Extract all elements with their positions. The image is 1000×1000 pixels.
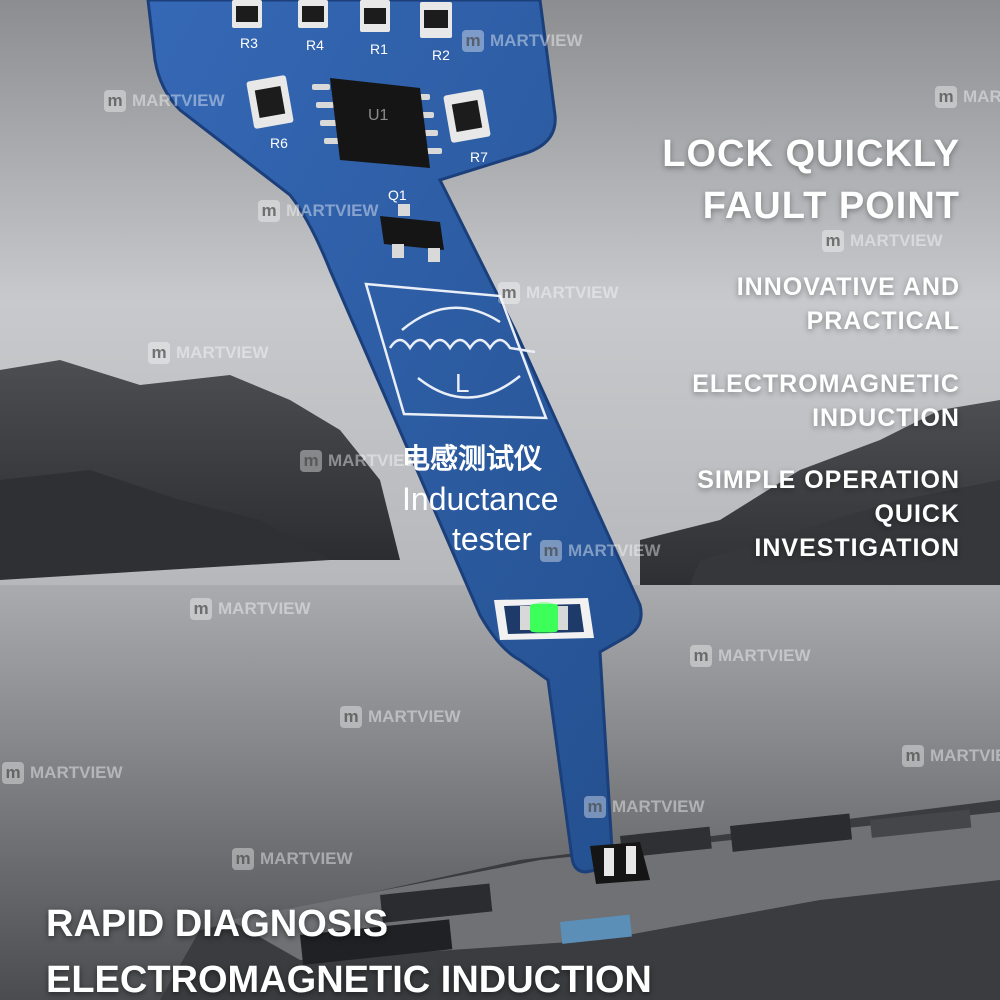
feature-line: INDUCTION (812, 404, 960, 432)
feature-simple-operation: SIMPLE OPERATION QUICK INVESTIGATION (697, 463, 960, 565)
chip-u1: U1 (312, 78, 442, 168)
resistor-r3: R3 (232, 0, 262, 51)
resistor-r1: R1 (360, 0, 390, 57)
main-headline-line2: FAULT POINT (702, 185, 960, 227)
title-inductance: Inductance (402, 481, 559, 517)
probe-board (146, 0, 643, 874)
probe-tip (590, 842, 650, 884)
main-headline: LOCK QUICKLY FAULT POINT (662, 128, 960, 232)
title-chinese: 电感测试仪 (402, 443, 543, 474)
feature-line: INNOVATIVE AND (736, 273, 960, 301)
feature-line: PRACTICAL (806, 307, 960, 335)
svg-text:Q1: Q1 (388, 187, 407, 203)
feature-line: QUICK (874, 500, 960, 528)
feature-line: SIMPLE OPERATION (697, 466, 960, 494)
svg-text:U1: U1 (368, 107, 389, 124)
main-headline-line1: LOCK QUICKLY (662, 133, 960, 175)
feature-electromagnetic: ELECTROMAGNETIC INDUCTION (692, 367, 960, 435)
svg-text:L: L (455, 368, 469, 398)
svg-text:R6: R6 (270, 135, 288, 151)
svg-text:R4: R4 (306, 37, 324, 53)
bottom-headline: RAPID DIAGNOSIS ELECTROMAGNETIC INDUCTIO… (46, 896, 652, 1000)
svg-text:R2: R2 (432, 47, 450, 63)
resistor-r2: R2 (420, 2, 452, 63)
resistor-r4: R4 (298, 0, 328, 53)
feature-line: ELECTROMAGNETIC (692, 370, 960, 398)
svg-text:R3: R3 (240, 35, 258, 51)
transistor-q1: Q1 (380, 187, 444, 262)
feature-innovative: INNOVATIVE AND PRACTICAL (737, 270, 960, 338)
resistor-r7: R7 (443, 89, 491, 165)
bottom-line1: RAPID DIAGNOSIS (46, 903, 389, 945)
svg-text:R7: R7 (470, 149, 488, 165)
resistor-r6: R6 (246, 75, 294, 151)
green-led-indicator (494, 598, 594, 640)
svg-text:R1: R1 (370, 41, 388, 57)
bottom-line2: ELECTROMAGNETIC INDUCTION (46, 959, 652, 1000)
inductor-symbol-box: L (364, 282, 548, 420)
title-tester: tester (452, 521, 532, 557)
feature-line: INVESTIGATION (754, 534, 960, 562)
